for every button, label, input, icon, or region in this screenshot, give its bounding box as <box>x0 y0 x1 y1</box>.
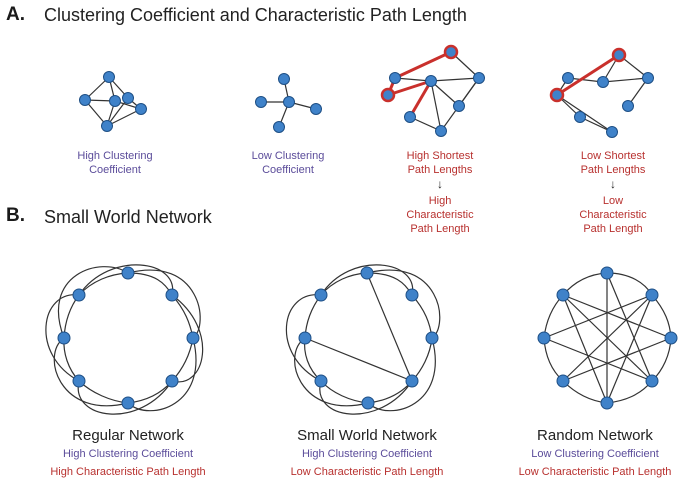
path-length-label: Low Characteristic Path Length <box>290 466 444 478</box>
node <box>425 331 439 345</box>
node <box>473 72 485 84</box>
caption-low-shortest-path: Low Shortest Path Lengths ↓ Low Characte… <box>558 149 668 236</box>
path-length-label: Low Characteristic Path Length <box>518 466 672 478</box>
node <box>405 374 419 388</box>
highlighted-node <box>443 44 459 60</box>
node <box>314 374 328 388</box>
network-name: Small World Network <box>297 427 437 444</box>
node <box>165 374 179 388</box>
small-world-network-label: Small World Network High Clustering Coef… <box>267 427 467 478</box>
node <box>298 331 312 345</box>
node <box>310 103 322 115</box>
node <box>597 76 609 88</box>
highlighted-node <box>549 87 565 103</box>
node <box>556 374 570 388</box>
random-network-label: Random Network Low Clustering Coefficien… <box>505 427 685 478</box>
path-length-label: High Characteristic Path Length <box>50 466 206 478</box>
node <box>435 125 447 137</box>
node <box>600 396 614 410</box>
node <box>273 121 285 133</box>
low-path-length-graph <box>549 47 654 138</box>
node <box>57 331 71 345</box>
node <box>645 288 659 302</box>
node <box>186 331 200 345</box>
section-a-graphs <box>79 44 654 138</box>
regular-network <box>45 264 204 415</box>
node <box>314 288 328 302</box>
high-clustering-graph <box>79 71 147 132</box>
node <box>562 72 574 84</box>
clustering-label: High Clustering Coefficient <box>62 448 194 460</box>
node <box>404 111 416 123</box>
highlighted-node <box>380 87 396 103</box>
node <box>606 126 618 138</box>
node <box>645 374 659 388</box>
node <box>135 103 147 115</box>
node <box>121 266 135 280</box>
node <box>642 72 654 84</box>
node <box>121 396 135 410</box>
node <box>574 111 586 123</box>
highlighted-node <box>611 47 627 63</box>
small-world-network <box>285 264 441 415</box>
node <box>389 72 401 84</box>
node <box>72 288 86 302</box>
node <box>425 75 437 87</box>
node <box>122 92 134 104</box>
node <box>255 96 267 108</box>
node <box>101 120 113 132</box>
section-a-letter: A. <box>6 4 25 25</box>
node <box>79 94 91 106</box>
clustering-label: Low Clustering Coefficient <box>531 448 659 460</box>
caption-low-clustering: Low Clustering Coefficient <box>251 150 325 176</box>
node <box>278 73 290 85</box>
node <box>537 331 551 345</box>
section-b-letter: B. <box>6 205 25 226</box>
section-b-title: Small World Network <box>44 207 212 227</box>
down-arrow-icon: ↓ <box>610 177 616 191</box>
node <box>283 96 295 108</box>
high-path-length-graph <box>380 44 485 137</box>
caption-high-shortest-path: High Shortest Path Lengths ↓ High Charac… <box>385 149 495 236</box>
node <box>453 100 465 112</box>
node <box>165 288 179 302</box>
node <box>405 288 419 302</box>
network-name: Regular Network <box>72 427 184 444</box>
low-clustering-graph <box>255 73 322 133</box>
random-network <box>537 266 678 410</box>
clustering-label: High Clustering Coefficient <box>301 448 433 460</box>
node <box>556 288 570 302</box>
node <box>72 374 86 388</box>
node <box>109 95 121 107</box>
section-b-networks <box>45 264 678 415</box>
section-a-title: Clustering Coefficient and Characteristi… <box>44 5 467 25</box>
node <box>664 331 678 345</box>
node <box>360 266 374 280</box>
node <box>103 71 115 83</box>
down-arrow-icon: ↓ <box>437 177 443 191</box>
node <box>622 100 634 112</box>
caption-high-clustering: High Clustering Coefficient <box>77 150 153 176</box>
node <box>600 266 614 280</box>
node <box>361 396 375 410</box>
network-name: Random Network <box>537 427 653 444</box>
regular-network-label: Regular Network High Clustering Coeffici… <box>28 427 228 478</box>
